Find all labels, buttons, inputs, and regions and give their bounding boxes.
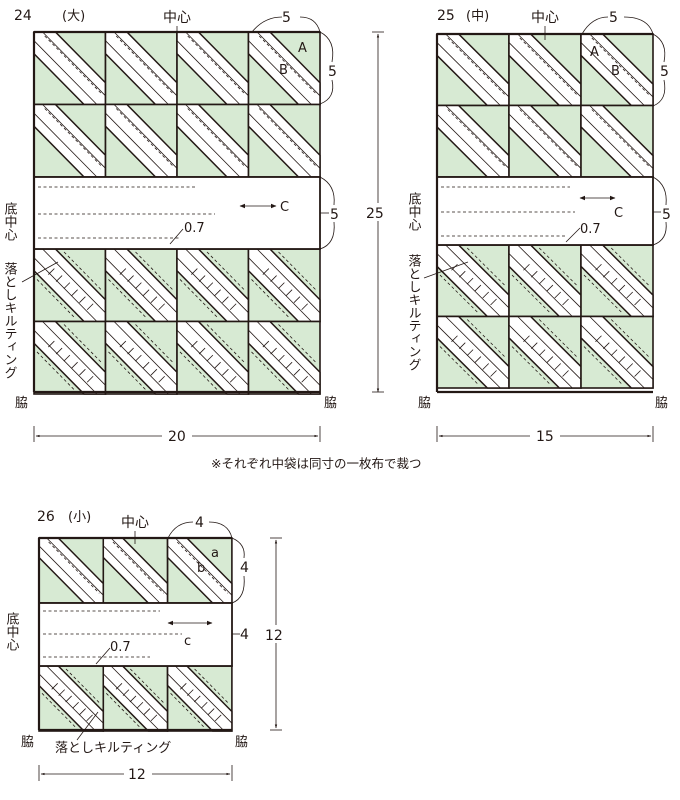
figure-25-piece-a: A bbox=[590, 45, 599, 60]
figure-24-side-right: 脇 bbox=[324, 396, 337, 411]
figure-26-piece-a: a bbox=[211, 546, 219, 561]
figure-26-dim-total-height: 12 bbox=[265, 628, 283, 644]
figure-24-top-block bbox=[176, 103, 250, 178]
figure-26-blocks bbox=[38, 537, 233, 732]
lining-note: ※それぞれ中袋は同寸の一枚布で裁つ bbox=[211, 456, 421, 471]
figure-24-dim-curve-top bbox=[251, 16, 283, 33]
figure-25-top-block bbox=[508, 104, 582, 178]
figure-24-quilted-block bbox=[176, 320, 250, 395]
figure-25: 25 (中) 中心 A B 5 5 5 15 0.7 C 底中心 落としキルティ… bbox=[406, 8, 671, 445]
figure-24-quilted-block bbox=[104, 320, 178, 395]
figure-24-piece-a: A bbox=[298, 41, 307, 56]
figure-26: 26 (小) 中心 a b 4 4 4 12 12 0.7 c 底中心 落としキ… bbox=[4, 509, 284, 783]
figure-25-top-block bbox=[580, 33, 654, 107]
figure-25-quilted-block bbox=[580, 315, 654, 389]
figure-26-dim-band-height: 4 bbox=[240, 627, 249, 643]
figure-25-side-left: 脇 bbox=[418, 396, 431, 411]
figure-26-piece-b: b bbox=[197, 561, 205, 576]
figure-26-center-label: 中心 bbox=[121, 515, 149, 531]
figure-24-dim-band-height: 5 bbox=[330, 207, 339, 223]
figure-24-quilted-block bbox=[33, 320, 107, 395]
figure-24-dim-block-width: 5 bbox=[282, 10, 291, 26]
figure-24-bottom-band bbox=[33, 176, 321, 250]
figure-25-side-right: 脇 bbox=[655, 396, 668, 411]
figure-26-size: (小) bbox=[68, 510, 91, 525]
figure-24-dim-width: 20 bbox=[168, 429, 186, 445]
figure-24-quilted-block bbox=[104, 248, 178, 323]
figure-26-offset-label: 0.7 bbox=[110, 640, 131, 655]
figure-24-side-left: 脇 bbox=[15, 396, 28, 411]
figure-24-quilted-block bbox=[176, 248, 250, 323]
figure-26-side-right: 脇 bbox=[235, 735, 248, 750]
figure-26-quilted-block bbox=[38, 665, 105, 732]
figure-24-dim-block-height: 5 bbox=[328, 64, 337, 80]
figure-25-top-block bbox=[436, 104, 510, 178]
figure-24-quilted-block bbox=[247, 248, 321, 323]
figure-25-dim-block-width: 5 bbox=[609, 10, 618, 26]
figure-26-dim-block-width: 4 bbox=[195, 515, 204, 531]
figure-26-quilting-label: 落としキルティング bbox=[55, 741, 171, 756]
figure-24-top-block bbox=[176, 31, 250, 106]
figure-24-number: 24 bbox=[14, 8, 32, 24]
figure-26-dim-width: 12 bbox=[128, 767, 146, 783]
figure-25-bottom-band bbox=[436, 176, 654, 246]
figure-26-side-left: 脇 bbox=[21, 735, 34, 750]
figure-25-size: (中) bbox=[466, 9, 489, 24]
figure-25-offset-label: 0.7 bbox=[580, 222, 601, 237]
figure-26-top-block bbox=[38, 537, 105, 604]
figure-25-dim-band-height: 5 bbox=[662, 207, 671, 223]
figure-24-quilting-label: 落としキルティング bbox=[2, 262, 18, 379]
figure-24-top-block bbox=[104, 103, 178, 178]
figure-25-dim-width: 15 bbox=[536, 429, 554, 445]
figure-26-top-block bbox=[102, 537, 169, 604]
figure-25-quilted-block bbox=[436, 244, 510, 318]
figure-26-bottom-center-label: 底中心 bbox=[4, 611, 20, 651]
figure-24: 24 (大) 中心 A B 5 5 5 25 20 0.7 C 底中心 落としキ… bbox=[2, 8, 389, 445]
figure-24-top-block bbox=[33, 31, 107, 106]
figure-25-top-block bbox=[580, 104, 654, 178]
figure-25-top-block bbox=[436, 33, 510, 107]
figure-25-center-label: 中心 bbox=[531, 10, 559, 26]
figure-25-piece-b: B bbox=[611, 64, 620, 79]
figure-24-top-block bbox=[247, 103, 321, 178]
figure-24-piece-b: B bbox=[279, 63, 288, 78]
figure-25-piece-c: C bbox=[614, 206, 623, 221]
figure-25-top-block bbox=[508, 33, 582, 107]
figure-26-piece-c: c bbox=[184, 634, 191, 649]
figure-26-quilted-block bbox=[102, 665, 169, 732]
figure-25-number: 25 bbox=[437, 8, 455, 24]
figure-24-quilted-block bbox=[247, 320, 321, 395]
figure-25-quilting-label: 落としキルティング bbox=[406, 254, 422, 371]
figure-25-dim-block-height: 5 bbox=[660, 64, 669, 80]
figure-25-quilted-block bbox=[580, 244, 654, 318]
figure-26-quilted-block bbox=[166, 665, 233, 732]
figure-26-number: 26 bbox=[37, 509, 55, 525]
figure-25-bottom-center-label: 底中心 bbox=[406, 191, 422, 231]
figure-24-size: (大) bbox=[62, 9, 85, 24]
figure-26-bottom-band bbox=[38, 602, 233, 667]
figure-25-blocks bbox=[436, 33, 654, 389]
figure-26-dim-block-height: 4 bbox=[240, 560, 249, 576]
figure-25-quilted-block bbox=[508, 315, 582, 389]
figure-24-dim-total-height: 25 bbox=[366, 206, 384, 222]
figure-25-quilted-block bbox=[508, 244, 582, 318]
figure-24-piece-c: C bbox=[280, 200, 289, 215]
figure-25-quilted-block bbox=[436, 315, 510, 389]
figure-24-center-label: 中心 bbox=[163, 10, 191, 26]
figure-24-top-block bbox=[247, 31, 321, 106]
figure-24-offset-label: 0.7 bbox=[184, 221, 205, 236]
figure-24-bottom-center-label: 底中心 bbox=[2, 201, 18, 241]
figure-24-top-block bbox=[33, 103, 107, 178]
figure-24-top-block bbox=[104, 31, 178, 106]
figure-24-quilted-block bbox=[33, 248, 107, 323]
